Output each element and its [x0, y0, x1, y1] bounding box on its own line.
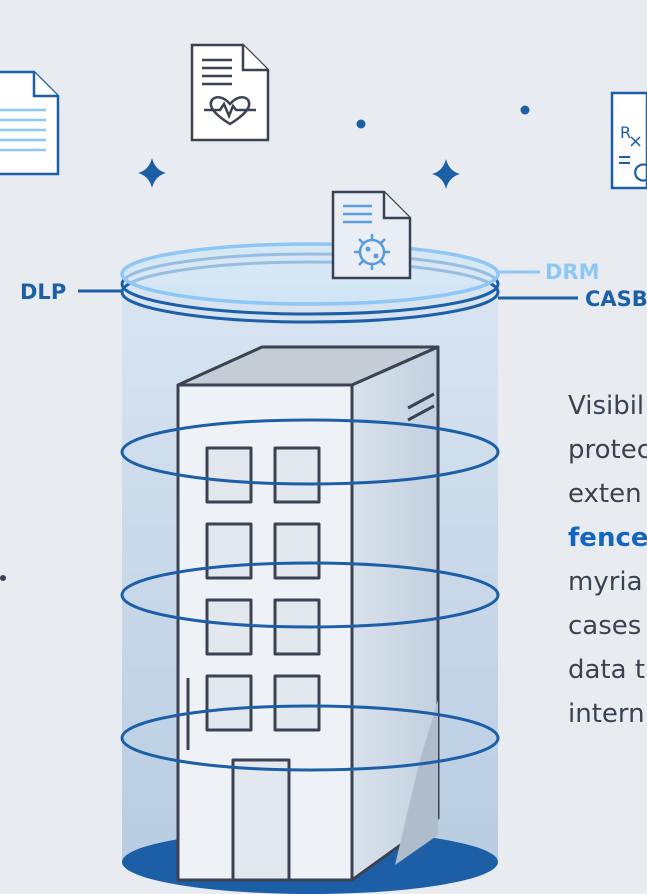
prescription-document-icon: R ×: [610, 91, 647, 190]
window: [205, 598, 253, 656]
svg-text:R: R: [620, 123, 631, 142]
window: [273, 674, 321, 732]
window: [273, 522, 321, 580]
description-line: intern: [568, 699, 645, 729]
description-line: myria: [568, 567, 643, 597]
building-door: [231, 758, 291, 882]
security-ring: [120, 704, 500, 772]
window: [205, 674, 253, 732]
security-rings: [120, 418, 500, 772]
sparkle-icon: [432, 159, 460, 189]
description-line: Visibil: [568, 391, 645, 421]
drm-ring: [120, 242, 500, 306]
window: [273, 446, 321, 504]
window: [205, 522, 253, 580]
description-line: cases: [568, 611, 642, 641]
casb-label: CASB: [585, 287, 647, 311]
description-line: protec: [568, 435, 647, 465]
document-icon: [0, 70, 60, 176]
sparkle-icon: [138, 158, 166, 188]
dot-icon: [0, 575, 6, 581]
window: [205, 446, 253, 504]
dot-icon: [520, 105, 530, 115]
dlp-label: DLP: [20, 280, 66, 304]
svg-text:×: ×: [628, 131, 643, 152]
virus-document-icon: [331, 190, 412, 280]
description-line-emphasis: fence: [568, 523, 647, 553]
drm-label: DRM: [545, 260, 600, 284]
description-line: exten: [568, 479, 642, 509]
medical-document-icon: [190, 43, 270, 142]
security-ring: [120, 561, 500, 629]
dot-icon: [356, 119, 366, 129]
description-text: Visibil protec exten fence myria cases d…: [568, 384, 647, 736]
label-leaders: [78, 270, 578, 300]
building-side-shadow: [395, 700, 438, 865]
description-line: data t: [568, 655, 646, 685]
security-ring: [120, 418, 500, 486]
office-building: [176, 345, 440, 882]
